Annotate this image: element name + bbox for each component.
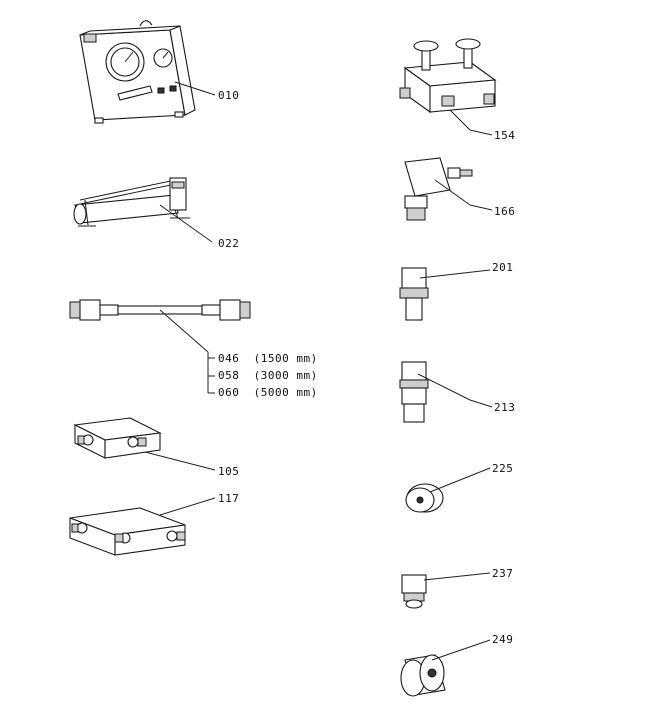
part-010-pump-console xyxy=(79,20,216,124)
part-166-elbow-adapter xyxy=(404,157,493,221)
label-117: 117 xyxy=(218,492,240,505)
label-249: 249 xyxy=(492,633,514,646)
label-058: 058 (3000 mm) xyxy=(218,369,318,382)
label-213: 213 xyxy=(494,401,516,414)
label-105: 105 xyxy=(218,465,240,478)
part-201-nipple xyxy=(399,267,491,321)
label-225: 225 xyxy=(492,462,514,475)
label-046: 046 (1500 mm) xyxy=(218,352,318,365)
label-060: 060 (5000 mm) xyxy=(218,386,318,399)
part-022-hand-pump xyxy=(73,177,213,243)
part-237-plug xyxy=(401,572,491,609)
label-201: 201 xyxy=(492,261,514,274)
part-105-tee-block xyxy=(73,417,216,471)
label-022: 022 xyxy=(218,237,240,250)
part-213-coupler xyxy=(399,361,493,423)
part-225-washer xyxy=(405,467,491,513)
label-237: 237 xyxy=(492,567,514,580)
part-046-hose xyxy=(69,299,251,394)
label-154: 154 xyxy=(494,129,516,142)
part-117-cross-block xyxy=(69,497,216,556)
label-166: 166 xyxy=(494,205,516,218)
part-154-valve-manifold xyxy=(399,38,497,136)
label-010: 010 xyxy=(218,89,240,102)
part-249-cap xyxy=(400,639,491,697)
